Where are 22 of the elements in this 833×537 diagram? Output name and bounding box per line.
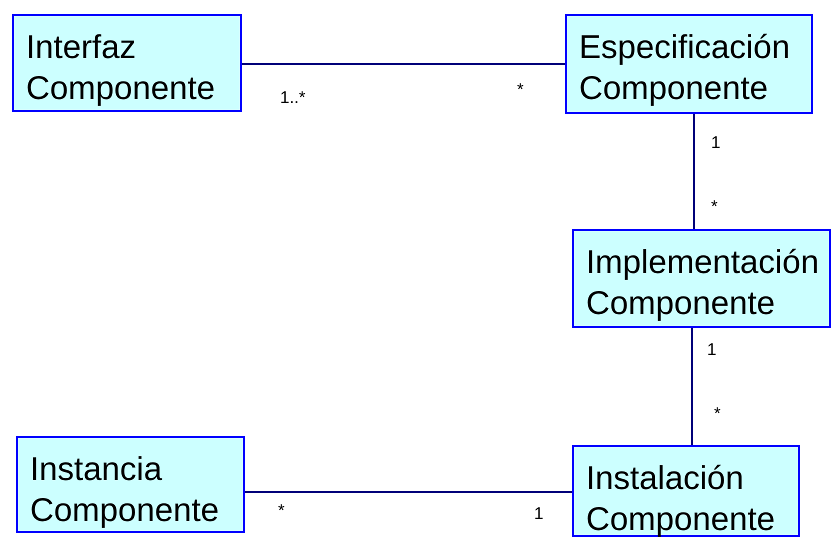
multiplicity-label: 1 — [711, 133, 720, 153]
class-name: Instalación Componente — [586, 458, 776, 537]
class-name: Instancia Componente — [30, 449, 220, 530]
multiplicity-label: * — [714, 404, 721, 424]
class-name: Implementación Componente — [586, 242, 820, 323]
class-box — [565, 14, 813, 114]
class-box — [12, 14, 242, 112]
association-line — [691, 328, 693, 445]
class-name: Especificación Componente — [579, 27, 791, 108]
multiplicity-label: 1 — [534, 504, 544, 524]
class-name: Interfaz Componente — [26, 27, 216, 108]
association-line — [242, 63, 565, 65]
class-box — [572, 445, 800, 537]
multiplicity-label: * — [711, 197, 718, 217]
multiplicity-label: 1 — [707, 340, 716, 360]
multiplicity-label: 1..* — [280, 88, 306, 108]
association-line — [245, 491, 572, 493]
multiplicity-label: * — [517, 80, 524, 100]
multiplicity-label: * — [278, 501, 285, 521]
class-box — [572, 229, 831, 328]
class-box — [16, 436, 245, 533]
association-line — [693, 114, 695, 229]
